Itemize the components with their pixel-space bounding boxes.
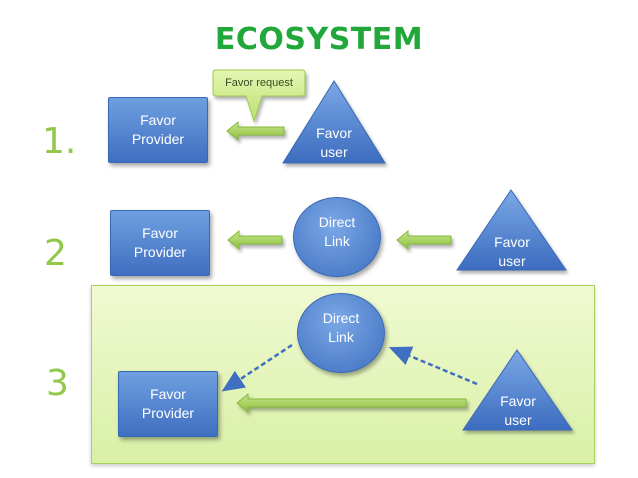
favor-request-label: Favor request [225,77,293,89]
row-3-provider-line-2: Provider [141,405,195,421]
row-2-provider-line-1: Favor [142,225,178,241]
row-2-number: 2 [44,233,67,274]
row-2-direct-link: Direct Link [293,197,381,277]
favor-request-callout [212,69,306,123]
row-1-arrow [226,120,285,142]
row-2-provider-line-2: Provider [133,244,187,260]
row-2-arrow-right [396,229,452,251]
row-1-favor-provider: Favor Provider [108,97,208,163]
row-3-user-label: Favor user [478,392,558,430]
row-2-link-line-1: Direct [318,214,356,230]
row-3-direct-link: Direct Link [297,293,385,373]
row-3-user-line-2: user [504,412,532,428]
row-2-user-line-2: user [498,253,526,269]
row-3-favor-provider: Favor Provider [118,371,218,437]
row-2-arrow-left [227,229,283,251]
row-1-provider-line-1: Favor [140,112,176,128]
row-1-user-line-2: user [320,144,348,160]
row-3-provider-line-1: Favor [150,386,186,402]
row-2-user-line-1: Favor [494,234,530,250]
row-2-user-label: Favor user [472,233,552,271]
row-1-user-triangle [282,80,386,164]
row-3-dashed-arrow-to-link [388,346,478,386]
row-3-dashed-arrow-to-provider [221,343,293,392]
row-3-user-line-1: Favor [500,393,536,409]
row-1-user-label: Favor user [294,124,374,162]
row-3-number: 3 [46,363,69,404]
row-3-link-line-1: Direct [322,310,360,326]
row-2-link-line-2: Link [324,233,350,249]
row-3-link-line-2: Link [328,329,354,345]
page-title: ECOSYSTEM [214,22,424,57]
row-1-provider-line-2: Provider [131,131,185,147]
row-2-favor-provider: Favor Provider [110,210,210,276]
row-3-arrow-long [236,392,467,414]
row-3-user-triangle [462,349,573,431]
row-1-number: 1. [42,121,77,162]
row-1-user-line-1: Favor [316,125,352,141]
row-2-user-triangle [456,189,567,271]
